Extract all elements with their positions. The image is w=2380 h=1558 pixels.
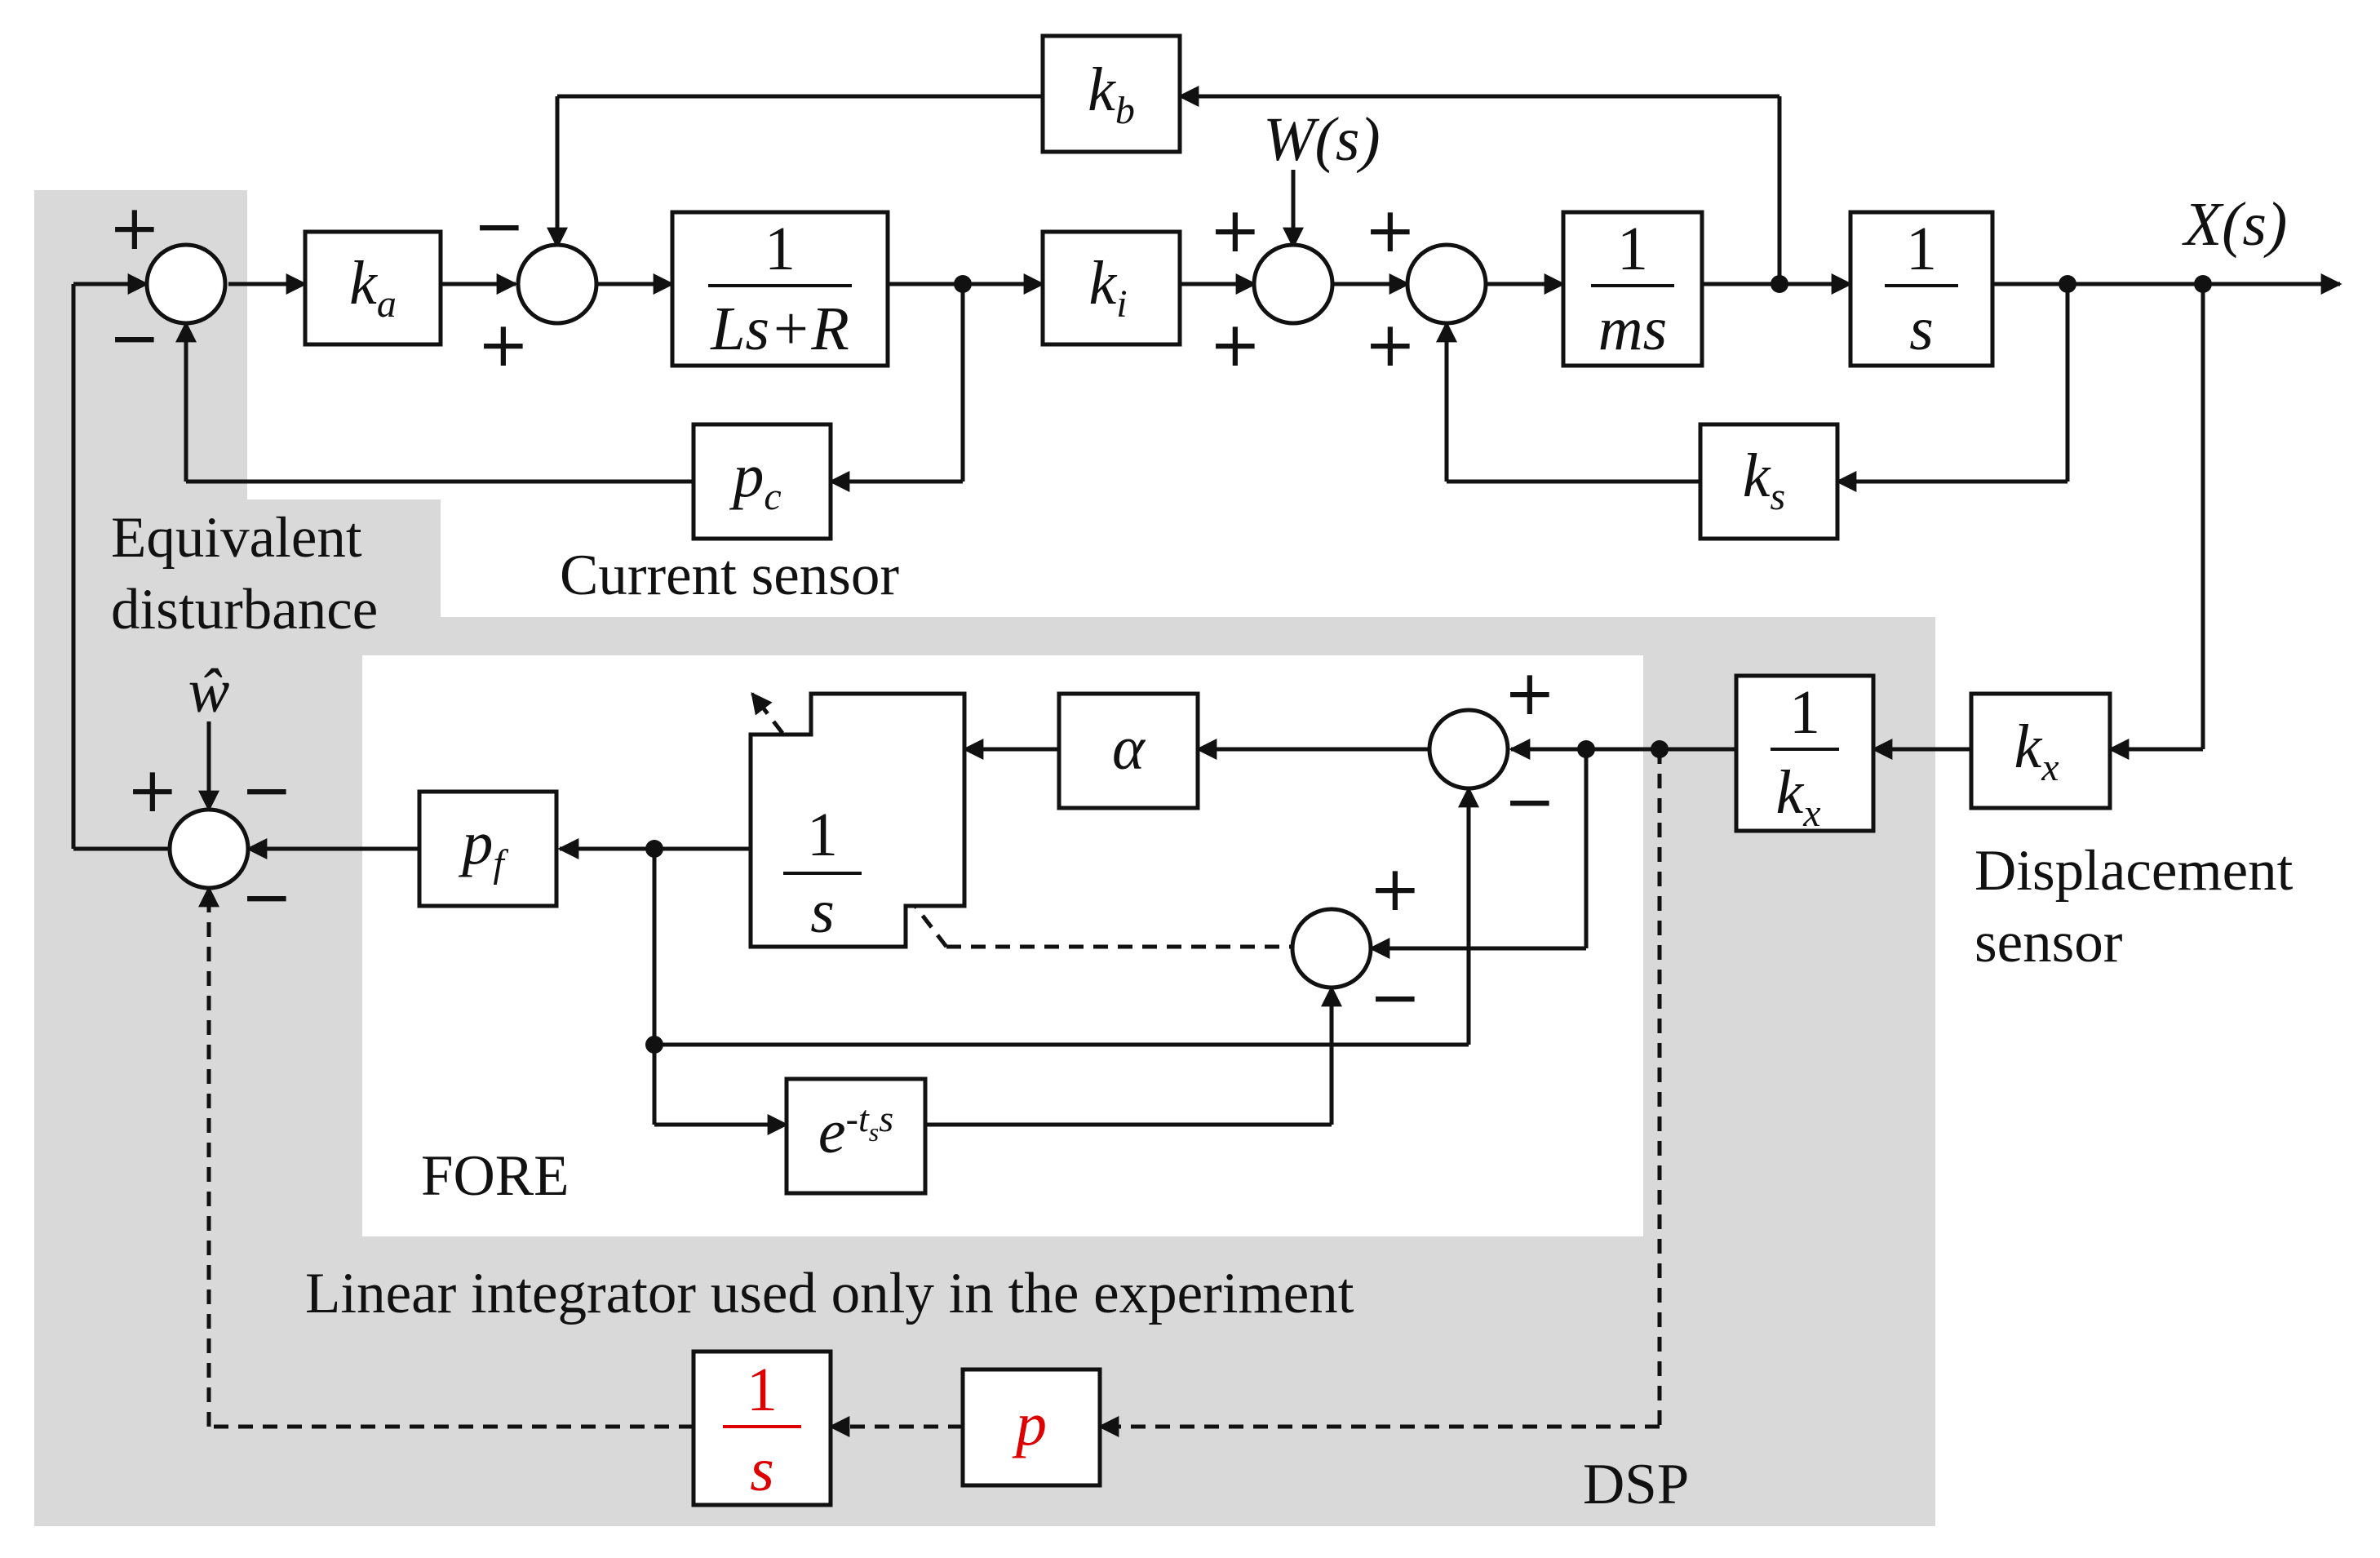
svg-text:kb: kb <box>1088 55 1135 132</box>
svg-text:1: 1 <box>1617 215 1648 283</box>
svg-text:1: 1 <box>807 801 838 869</box>
x-output-label: X(s) <box>2182 190 2288 259</box>
ks-block: ks <box>1698 422 1840 541</box>
svg-text:e-tss: e-tss <box>818 1098 893 1166</box>
sum-fore-input <box>1427 708 1510 791</box>
integrator-block: 1 s <box>1848 210 1995 368</box>
junction-dots <box>645 275 2212 1054</box>
inverse-kx-block: 1 kx <box>1734 673 1876 835</box>
w-hat-label: ŵ <box>188 657 230 726</box>
svg-text:1: 1 <box>1789 678 1820 747</box>
svg-text:ks: ks <box>1743 442 1785 518</box>
svg-text:−: − <box>1369 961 1421 1033</box>
sum-kb <box>516 242 599 326</box>
svg-text:1: 1 <box>1906 215 1937 283</box>
svg-text:+: + <box>126 753 179 826</box>
fore-label: FORE <box>421 1144 570 1208</box>
sum-error <box>144 242 228 326</box>
mass-block: 1 ms <box>1561 210 1704 368</box>
summing-junctions <box>144 242 1510 990</box>
svg-text:+: + <box>1364 193 1416 266</box>
svg-text:s: s <box>750 1436 774 1504</box>
svg-text:−: − <box>241 860 293 933</box>
svg-text:+: + <box>477 308 530 380</box>
p-gain-block: p <box>960 1367 1102 1488</box>
svg-text:+: + <box>1364 308 1416 380</box>
w-signal-label: W(s) <box>1263 105 1381 174</box>
svg-text:kx: kx <box>1775 758 1820 835</box>
svg-text:ka: ka <box>349 249 397 326</box>
kx-block: kx <box>1969 691 2112 810</box>
svg-text:1: 1 <box>747 1356 778 1424</box>
current-sensor-label: Current sensor <box>560 544 899 607</box>
svg-text:−: − <box>1504 765 1556 837</box>
svg-text:+: + <box>1209 193 1261 266</box>
svg-text:pc: pc <box>729 442 781 518</box>
pc-block: pc <box>691 422 833 541</box>
sum-fore-error <box>1290 907 1373 990</box>
svg-text:kx: kx <box>2014 712 2059 789</box>
svg-text:−: − <box>241 753 293 826</box>
kb-block: kb <box>1040 33 1182 154</box>
svg-text:1: 1 <box>765 215 796 283</box>
ka-block: ka <box>303 229 443 347</box>
svg-text:s: s <box>810 877 835 946</box>
pf-block: pf <box>417 789 559 908</box>
fore-integrator-block: 1 s <box>748 691 967 949</box>
equivalent-disturbance-label-line1: Equivalent <box>111 506 362 570</box>
sign-labels: + − − + + + + + + − + − + − − <box>109 189 1556 1033</box>
sum-disturbance <box>1252 242 1335 326</box>
equivalent-disturbance-label-line2: disturbance <box>111 578 378 641</box>
dsp-label: DSP <box>1583 1453 1689 1516</box>
svg-text:−: − <box>109 301 161 374</box>
svg-text:p: p <box>1012 1390 1047 1458</box>
linear-integrator-block: 1 s <box>691 1349 833 1507</box>
svg-text:s: s <box>1909 295 1934 363</box>
svg-text:+: + <box>1504 656 1556 729</box>
svg-text:+: + <box>1369 852 1421 925</box>
displacement-sensor-label-line2: sensor <box>1974 911 2123 974</box>
alpha-block: α <box>1057 691 1200 810</box>
coil-block: 1 Ls+R <box>670 210 890 368</box>
ki-block: ki <box>1040 229 1182 347</box>
sum-ks <box>1405 242 1488 326</box>
linear-integrator-caption: Linear integrator used only in the exper… <box>305 1262 1354 1325</box>
svg-text:−: − <box>473 189 525 262</box>
sum-estimate <box>167 807 250 890</box>
wires <box>71 86 2342 1135</box>
displacement-sensor-label-line1: Displacement <box>1974 839 2294 903</box>
delay-block: e-tss <box>784 1076 928 1196</box>
svg-text:+: + <box>109 191 161 264</box>
svg-text:α: α <box>1112 714 1146 783</box>
svg-text:Ls+R: Ls+R <box>710 295 849 363</box>
svg-text:+: + <box>1209 308 1261 380</box>
svg-text:ms: ms <box>1598 295 1667 363</box>
svg-text:ki: ki <box>1088 249 1127 326</box>
